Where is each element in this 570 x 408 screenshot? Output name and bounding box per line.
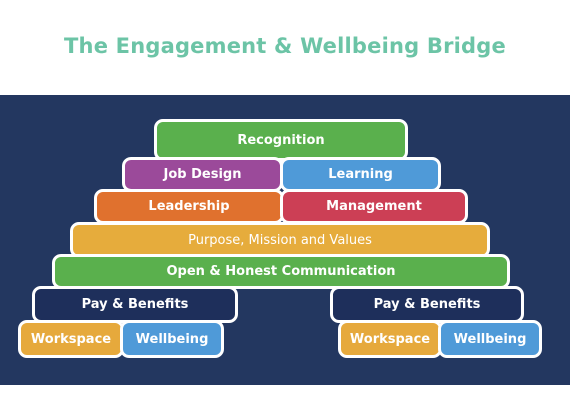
block-left-wellbeing: Wellbeing <box>120 320 224 358</box>
block-open-honest-communication: Open & Honest Communication <box>52 254 510 289</box>
block-management: Management <box>280 189 468 224</box>
block-leadership: Leadership <box>94 189 284 224</box>
diagram-title: The Engagement & Wellbeing Bridge <box>64 34 506 58</box>
block-right-wellbeing: Wellbeing <box>438 320 542 358</box>
block-recognition: Recognition <box>154 119 408 161</box>
block-right-pay-benefits: Pay & Benefits <box>330 286 524 323</box>
block-purpose-mission-values: Purpose, Mission and Values <box>70 222 490 258</box>
block-job-design: Job Design <box>122 157 283 192</box>
block-right-workspace: Workspace <box>338 320 442 358</box>
block-left-pay-benefits: Pay & Benefits <box>32 286 238 323</box>
block-left-workspace: Workspace <box>18 320 124 358</box>
block-learning: Learning <box>280 157 441 192</box>
